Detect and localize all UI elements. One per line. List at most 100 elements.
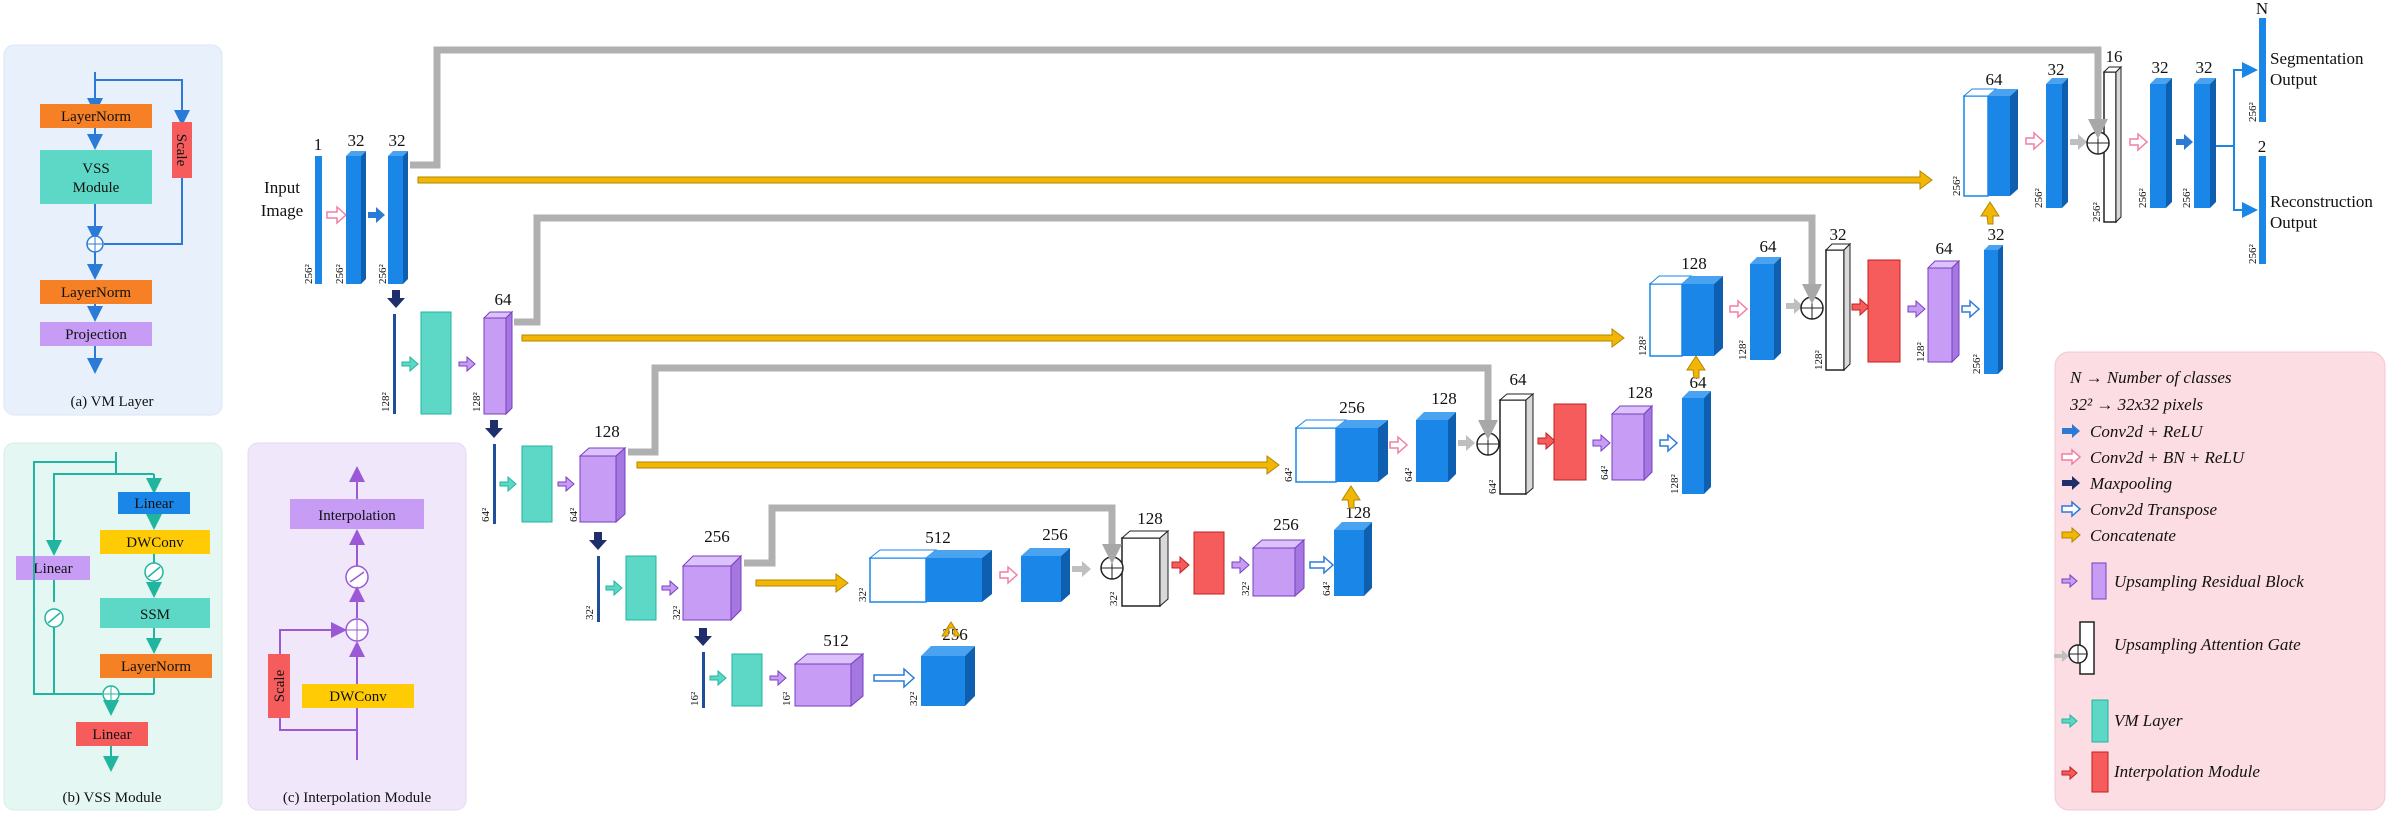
dec2-conv-block [1416, 412, 1456, 482]
purple-block-icon [2061, 562, 2107, 600]
svg-text:32²: 32² [1108, 591, 1120, 606]
legend-line-2: 32² → 32x32 pixels [2069, 395, 2203, 414]
dec3-attention-gate [1120, 529, 1170, 608]
svg-text:128: 128 [1137, 509, 1163, 528]
svg-text:64²: 64² [568, 507, 580, 522]
svg-text:64: 64 [1510, 370, 1528, 389]
bottleneck-transpose-block [921, 646, 975, 706]
dec2-res-block [1610, 404, 1654, 482]
scale-label: Scale [173, 134, 189, 167]
vss-label-1: VSS [82, 161, 110, 177]
linear-box-left [16, 556, 90, 580]
svg-text:32²: 32² [1240, 581, 1252, 596]
legend-item-2: Maxpooling [2089, 474, 2172, 493]
teal-block-icon [2061, 699, 2109, 743]
svg-text:512: 512 [925, 528, 951, 547]
svg-text:256²: 256² [2137, 188, 2149, 209]
input-bar [315, 156, 322, 284]
dec1-concat-block [1682, 276, 1723, 356]
svg-text:64²: 64² [480, 507, 492, 522]
dec3-conv-block [1021, 548, 1070, 602]
legend-item-8: Interpolation Module [2113, 762, 2260, 781]
projection-label: Projection [65, 327, 127, 343]
scale-box [172, 122, 192, 178]
linear-top-label: Linear [134, 496, 173, 512]
pink-arrow-icon [2061, 448, 2082, 466]
dec3-concat-block [926, 550, 992, 602]
dec0-conv-block [2046, 78, 2068, 208]
legend-item-4: Concatenate [2090, 526, 2176, 545]
out-conv-block-a [2150, 78, 2172, 208]
svg-text:256²: 256² [1951, 176, 1963, 197]
svg-text:32: 32 [348, 131, 365, 150]
vss-module-caption: (b) VSS Module [63, 790, 162, 806]
dec2-transpose-block [1682, 391, 1711, 494]
attention-gate-icon [2054, 621, 2095, 675]
svg-text:2: 2 [2258, 137, 2267, 156]
linear-left-label: Linear [33, 561, 72, 577]
svg-text:256²: 256² [1971, 354, 1983, 375]
layernorm-box [40, 104, 152, 128]
svg-text:128: 128 [594, 422, 620, 441]
dec1-attention-gate [1824, 242, 1852, 372]
segmentation-output-bar [2259, 18, 2266, 122]
svg-text:16²: 16² [781, 691, 793, 706]
dec1-res-block [1926, 259, 1961, 364]
linear-out-label: Linear [92, 727, 131, 743]
svg-text:64: 64 [1760, 237, 1778, 256]
dec3-res-block [1251, 538, 1306, 598]
legend-line-1: N → Number of classes [2069, 368, 2232, 387]
red-block-icon [2061, 751, 2109, 793]
layernorm-box-2 [40, 280, 152, 304]
enc1-res-block [482, 310, 514, 416]
segmentation-label-1: Segmentation [2270, 49, 2364, 68]
input-label-2: Image [261, 201, 303, 220]
enc0-block-b [388, 151, 408, 284]
svg-text:64²: 64² [1403, 467, 1415, 482]
svg-text:256²: 256² [2247, 102, 2259, 123]
svg-text:N: N [2256, 0, 2268, 18]
svg-text:128²: 128² [1813, 350, 1825, 371]
reconstruction-label-1: Reconstruction [2270, 192, 2373, 211]
svg-text:32²: 32² [857, 587, 869, 602]
svg-text:64²: 64² [1599, 465, 1611, 480]
svg-text:32: 32 [1988, 225, 2005, 244]
vss-label-2: Module [73, 180, 120, 196]
svg-text:256²: 256² [2033, 188, 2045, 209]
layernorm-box-b [100, 654, 212, 678]
reconstruction-label-2: Output [2270, 213, 2318, 232]
linear-box-top [118, 492, 190, 514]
legend-panel: N → Number of classes 32² → 32x32 pixels… [2054, 351, 2386, 811]
vm-layer-panel: LayerNorm VSS Module Scale LayerNorm Pro… [3, 44, 223, 416]
legend-item-6: Upsampling Attention Gate [2114, 635, 2301, 654]
dwconv-c-label: DWConv [329, 689, 387, 705]
dec0-concat-block [1988, 89, 2018, 196]
svg-text:64: 64 [1936, 239, 1954, 258]
svg-text:256²: 256² [2181, 188, 2193, 209]
svg-text:256²: 256² [334, 264, 346, 285]
layernorm-label: LayerNorm [61, 109, 131, 125]
dec1-transpose-block [1984, 245, 2003, 374]
svg-text:256²: 256² [2091, 202, 2103, 223]
enc2-res-block [578, 446, 627, 524]
ssm-label: SSM [140, 607, 170, 623]
svg-text:32²: 32² [671, 605, 683, 620]
svg-text:128²: 128² [1669, 474, 1681, 495]
scale-c-label: Scale [272, 669, 288, 702]
blue-arrow-icon [2062, 424, 2080, 438]
input-label-1: Input [264, 178, 300, 197]
svg-text:128: 128 [1627, 383, 1653, 402]
legend-item-3: Conv2d Transpose [2090, 500, 2217, 519]
svg-text:16: 16 [2106, 47, 2123, 66]
dwconv-box [100, 530, 210, 554]
layernorm-b-label: LayerNorm [121, 659, 191, 675]
dec0-attention-gate [2102, 65, 2123, 224]
enc0-block-a [346, 151, 366, 284]
ch-in1: 1 [314, 135, 323, 154]
svg-text:128: 128 [1681, 254, 1707, 273]
svg-text:64²: 64² [1487, 479, 1499, 494]
svg-text:64²: 64² [1321, 581, 1333, 596]
svg-text:128²: 128² [1737, 340, 1749, 361]
svg-text:64²: 64² [1283, 467, 1295, 482]
